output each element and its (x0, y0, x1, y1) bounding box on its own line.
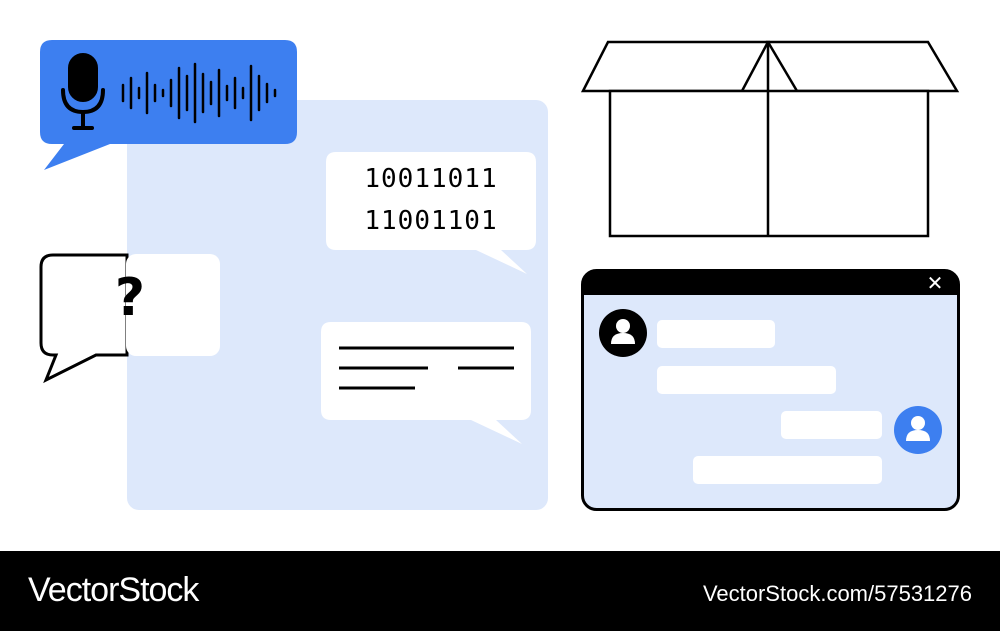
text-message-bubble (321, 322, 533, 448)
binary-code-bubble: 10011011 11001101 (326, 152, 538, 276)
close-icon[interactable]: ✕ (926, 271, 944, 295)
question-mark: ? (114, 268, 146, 328)
binary-line-2: 11001101 (364, 206, 498, 236)
microphone-icon (61, 53, 105, 130)
question-bubble (38, 252, 223, 384)
user-avatar-icon (599, 309, 647, 357)
text-lines-icon (339, 346, 514, 390)
sound-wave-icon (121, 62, 277, 124)
brand-logo-text: VectorStock (28, 571, 199, 609)
voice-message-bubble (40, 40, 300, 172)
binary-line-1: 10011011 (364, 164, 498, 194)
chat-window (581, 269, 961, 513)
open-box-icon (580, 38, 962, 240)
user-avatar-icon (894, 406, 942, 454)
source-url[interactable]: VectorStock.com/57531276 (702, 581, 972, 606)
footer-bar: VectorStock VectorStock.com/57531276 (0, 551, 1000, 631)
